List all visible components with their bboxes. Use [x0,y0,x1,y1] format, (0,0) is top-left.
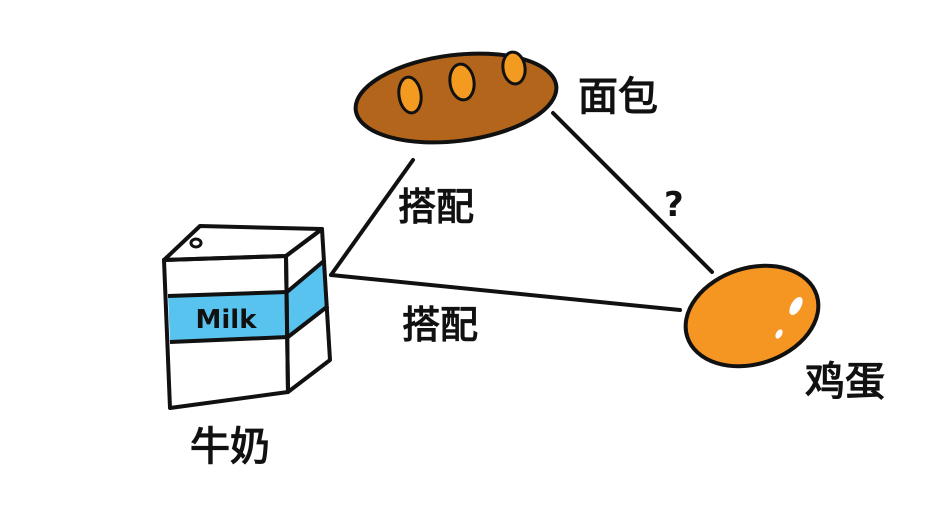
edge-milk-egg-label: 搭配 [402,303,478,347]
edge-milk-egg [329,273,682,312]
egg-icon [683,263,821,369]
edge-bread-egg-label: ? [664,185,684,225]
edge-milk-bread-label: 搭配 [398,185,474,229]
milk-carton-text: Milk [196,305,258,335]
edge-milk-bread [329,158,415,277]
egg-label: 鸡蛋 [805,359,885,405]
bread-label: 面包 [578,74,658,120]
milk-label: 牛奶 [190,424,270,470]
milk-carton-icon: Milk [162,224,332,410]
edge-bread-egg [551,111,714,274]
bread-loaf-icon [353,50,559,145]
